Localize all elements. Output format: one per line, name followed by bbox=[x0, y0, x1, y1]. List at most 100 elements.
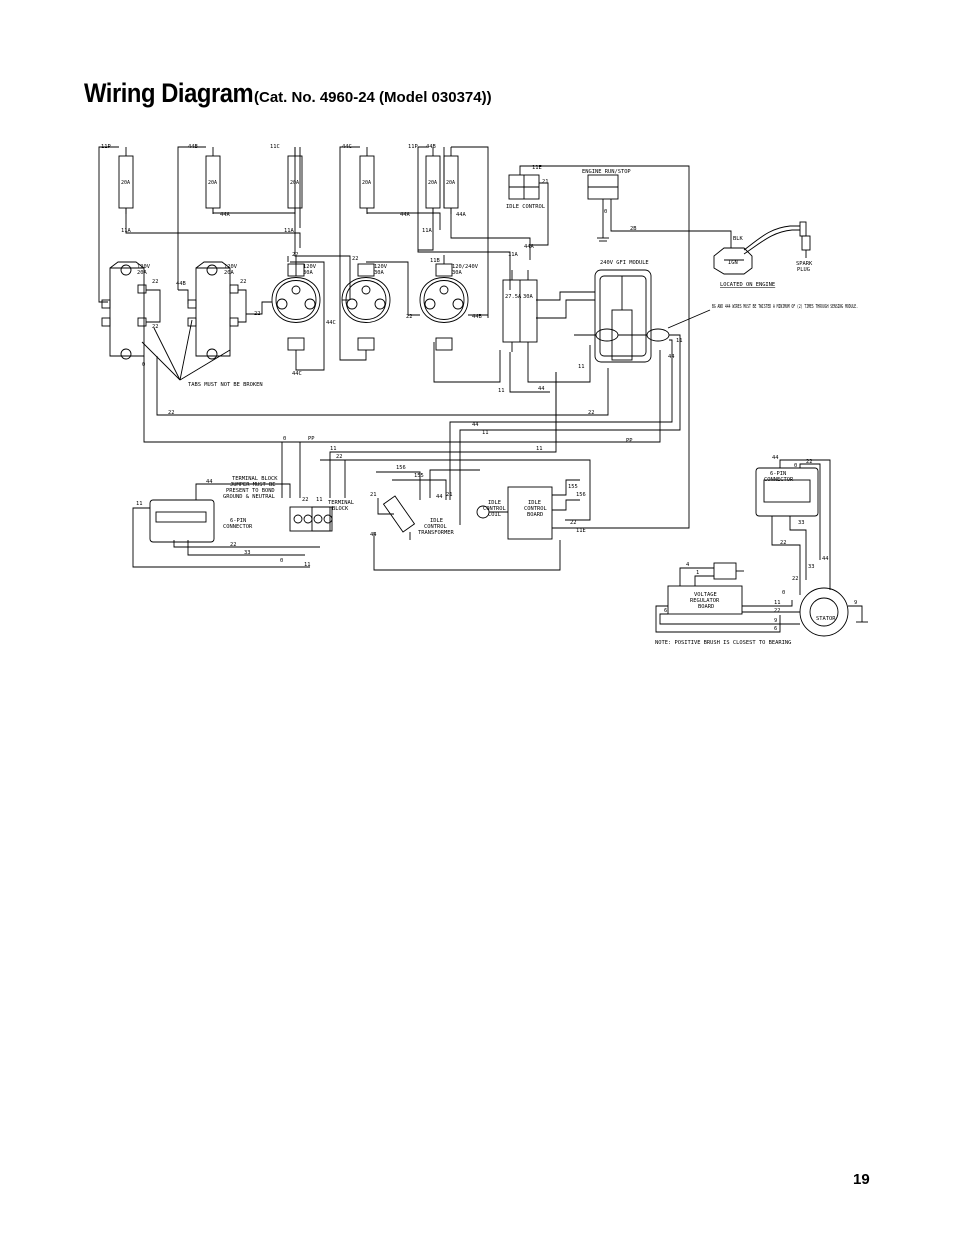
connector-left-inner bbox=[155, 511, 207, 523]
wire-label: 22 bbox=[780, 540, 787, 546]
wire-label: 22 bbox=[774, 608, 781, 614]
connector-right bbox=[755, 467, 819, 517]
label-receptacle-5b: 30A bbox=[452, 270, 462, 276]
label-receptacle-2a: 120V bbox=[224, 264, 238, 270]
wire bbox=[132, 507, 310, 568]
wire bbox=[212, 208, 295, 214]
wire-label: 44B bbox=[176, 281, 186, 287]
label-ign: IGN bbox=[728, 260, 738, 266]
breaker-rating: 20A bbox=[362, 180, 371, 186]
wire bbox=[173, 540, 320, 548]
wire-label: 11B bbox=[430, 258, 440, 264]
breaker-top-wire-label: 44B bbox=[426, 144, 436, 150]
wire-label: 11 bbox=[676, 338, 683, 344]
label-receptacle-1b: 20A bbox=[137, 270, 147, 276]
breaker-rating: 20A bbox=[208, 180, 217, 186]
wire bbox=[290, 261, 325, 371]
wire-label: 33 bbox=[808, 564, 815, 570]
label-tb-note-1: TERMINAL BLOCK bbox=[232, 476, 278, 482]
wire-label: 0 bbox=[283, 436, 286, 442]
wire-label: 6 bbox=[774, 626, 777, 632]
wire bbox=[433, 342, 501, 383]
label-regulator-2: REGULATOR bbox=[690, 598, 720, 604]
wire bbox=[143, 356, 557, 443]
stator-inner bbox=[809, 597, 839, 627]
wire-label: 0 bbox=[280, 558, 283, 564]
breaker-6: 20A 44B bbox=[426, 144, 459, 214]
label-engine-run-stop: ENGINE RUN/STOP bbox=[582, 169, 631, 175]
sensing-loop bbox=[595, 328, 619, 342]
breaker-rating: 20A bbox=[428, 180, 437, 186]
receptacle-5 bbox=[419, 263, 469, 351]
label-regulator-1: VOLTAGE bbox=[694, 592, 717, 598]
wire-label: 44B bbox=[472, 314, 482, 320]
wire-label: 44A bbox=[456, 212, 466, 218]
wire-label: 22 bbox=[806, 459, 813, 465]
wire bbox=[195, 483, 291, 500]
terminal-screw bbox=[323, 514, 333, 524]
label-terminal: TERMINAL bbox=[328, 500, 354, 506]
label-connector-left-1: 6-PIN bbox=[230, 518, 246, 524]
terminal-screw bbox=[303, 514, 313, 524]
wire-label: 11 bbox=[774, 600, 781, 606]
wire-label: 21 bbox=[370, 492, 377, 498]
wire-label: 22 bbox=[588, 410, 595, 416]
wire-label: 22 bbox=[570, 520, 577, 526]
regulator-connector bbox=[713, 562, 737, 580]
wire bbox=[238, 289, 247, 323]
label-brush-note: NOTE: POSITIVE BRUSH IS CLOSEST TO BEARI… bbox=[655, 640, 791, 646]
label-transformer-3: TRANSFORMER bbox=[418, 530, 454, 536]
wire-label: 21 bbox=[446, 492, 453, 498]
label-connector-right-2: CONNECTOR bbox=[764, 477, 794, 483]
wire bbox=[177, 146, 206, 290]
breaker-top-wire-label: 11C bbox=[270, 144, 280, 150]
label-transformer-1: IDLE bbox=[430, 518, 443, 524]
breaker-rating: 20A bbox=[446, 180, 455, 186]
wire-label: 11 bbox=[482, 430, 489, 436]
label-board-3: BOARD bbox=[527, 512, 543, 518]
wire bbox=[848, 605, 863, 622]
wire-label: 11E bbox=[532, 165, 542, 171]
wire-label: 44 bbox=[822, 556, 829, 562]
wire-label: 33 bbox=[244, 550, 251, 556]
wire-label: 22 bbox=[406, 314, 413, 320]
wire-label: 22 bbox=[352, 256, 359, 262]
wire bbox=[294, 233, 351, 300]
wire bbox=[771, 516, 801, 595]
wire-label: 22 bbox=[230, 542, 237, 548]
label-coil-2: CONTROL bbox=[483, 506, 506, 512]
wire-label: 44A bbox=[524, 244, 534, 250]
wire bbox=[655, 605, 781, 633]
wire-label: 22 bbox=[240, 279, 247, 285]
label-receptacle-5a: 120/240V bbox=[452, 264, 479, 270]
wire-label: 44 bbox=[436, 494, 443, 500]
label-coil-1: IDLE bbox=[488, 500, 501, 506]
label-stator: STATOR bbox=[816, 616, 836, 622]
label-breaker-275: 27.5A bbox=[505, 294, 522, 300]
wire-label: 0 bbox=[782, 590, 785, 596]
wire bbox=[451, 146, 489, 318]
wire-label: 11A bbox=[508, 252, 518, 258]
wire bbox=[125, 208, 301, 248]
wire bbox=[187, 540, 305, 556]
terminal-block bbox=[289, 506, 331, 532]
wire bbox=[429, 469, 480, 498]
label-block: BLOCK bbox=[332, 506, 349, 512]
wire bbox=[156, 356, 609, 416]
wire-label: 22 bbox=[152, 324, 159, 330]
connector-left bbox=[149, 499, 215, 543]
wire-label: 2B bbox=[630, 226, 637, 232]
wire bbox=[141, 341, 181, 381]
sensing-loop bbox=[646, 328, 670, 342]
terminal-screw bbox=[293, 514, 303, 524]
wire bbox=[519, 165, 690, 529]
wire-label: 22 bbox=[302, 497, 309, 503]
receptacle-4 bbox=[341, 263, 391, 351]
connector-right-inner bbox=[763, 479, 811, 503]
spark-plug bbox=[801, 235, 811, 251]
ignition-coil bbox=[713, 247, 753, 275]
wire-label: 155 bbox=[414, 473, 424, 479]
label-receptacle-3b: 30A bbox=[303, 270, 313, 276]
wire-label: 44A bbox=[220, 212, 230, 218]
